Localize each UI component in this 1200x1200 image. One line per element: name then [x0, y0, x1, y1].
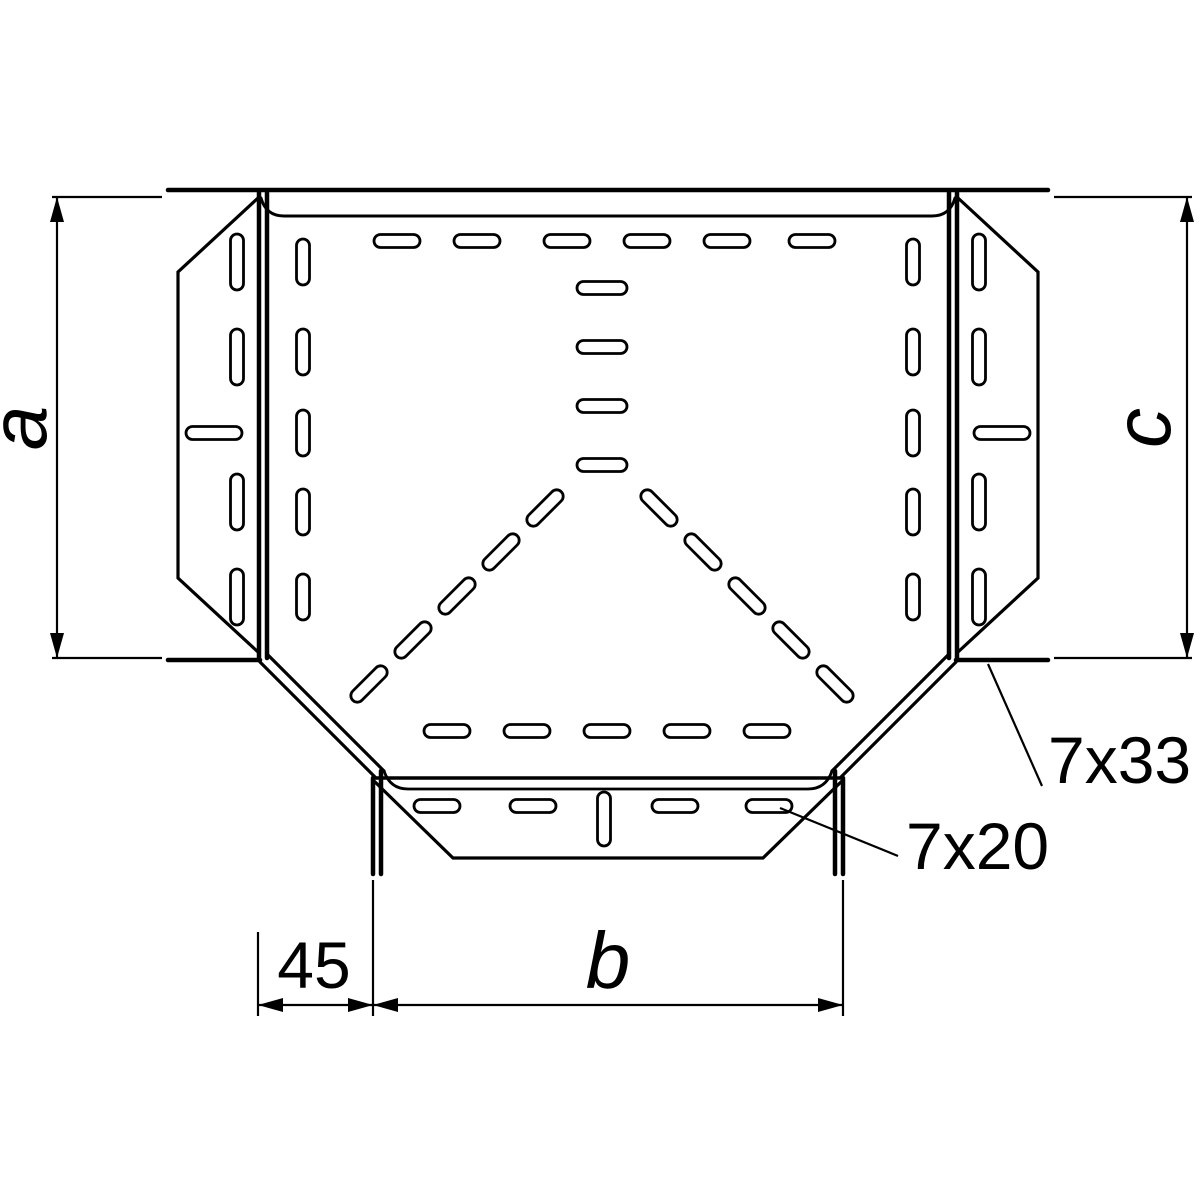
slots-diagonal-right [639, 488, 855, 704]
callout-7x33-label: 7x33 [1048, 723, 1191, 797]
dim-a-label: a [0, 406, 63, 451]
callout-7x20-label: 7x20 [906, 809, 1049, 883]
callout-7x33: 7x33 [986, 663, 1191, 797]
slots-diagonal-left [349, 488, 565, 704]
slots-top-row [372, 233, 837, 249]
slots-bottom-row [422, 723, 792, 739]
dim-b-label: b [586, 916, 631, 1005]
callout-7x20: 7x20 [779, 806, 1049, 883]
dimension-a: a [0, 195, 162, 660]
slots-right-flange [905, 232, 1032, 627]
slots-branch-flange [412, 790, 794, 848]
dim-c-label: c [1098, 408, 1187, 448]
dim-45-label: 45 [277, 928, 350, 1002]
slots-center-column [575, 280, 629, 473]
dimension-b: b [371, 880, 845, 1016]
part-outline [165, 187, 1051, 877]
slots-left-flange [184, 232, 311, 627]
dimension-c: c [1054, 195, 1194, 660]
dimension-45: 45 [256, 928, 373, 1016]
